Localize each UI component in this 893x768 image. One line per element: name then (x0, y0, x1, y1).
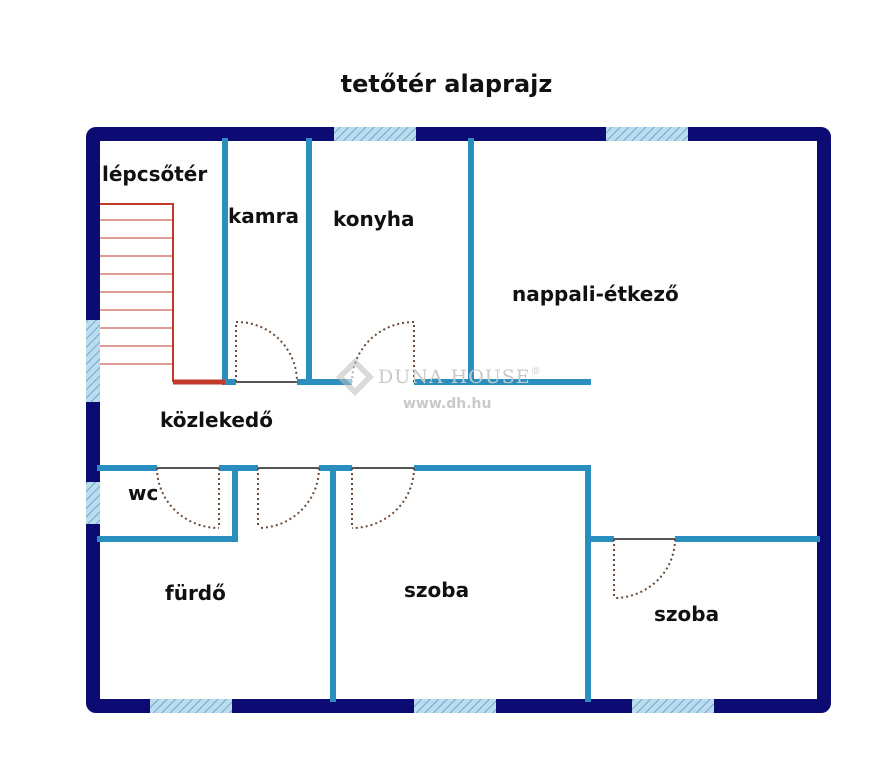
windows (86, 127, 714, 713)
watermark-brand-text: DUNA HOUSE (378, 366, 531, 388)
window-left-1 (86, 320, 100, 402)
room-label-furdo: fürdő (165, 581, 226, 605)
room-label-szoba-2: szoba (654, 602, 720, 626)
room-label-szoba-1: szoba (404, 578, 470, 602)
door-szoba-1 (351, 464, 415, 529)
room-label-wc: wc (128, 481, 159, 505)
room-label-nappali: nappali-étkező (512, 282, 679, 306)
doors (156, 320, 676, 599)
window-top-1 (334, 127, 416, 141)
staircase (100, 203, 225, 385)
window-left-2 (86, 482, 100, 524)
door-szoba-2 (613, 535, 676, 599)
room-label-lepcsoter: lépcsőtér (102, 162, 208, 186)
plan-title: tetőtér alaprajz (340, 70, 553, 98)
window-bottom-2 (414, 699, 496, 713)
door-wc (156, 464, 220, 529)
watermark-url: www.dh.hu (403, 396, 492, 412)
window-top-2 (606, 127, 688, 141)
window-bottom-1 (150, 699, 232, 713)
room-label-kozlekedo: közlekedő (160, 408, 273, 432)
watermark-brand: DUNA HOUSE® (378, 366, 542, 388)
room-label-kamra: kamra (228, 204, 299, 228)
door-kamra (235, 320, 298, 386)
watermark-registered: ® (530, 366, 542, 377)
window-bottom-3 (632, 699, 714, 713)
door-furdo (257, 464, 320, 529)
room-label-konyha: konyha (333, 207, 415, 231)
watermark-logo (336, 358, 374, 396)
